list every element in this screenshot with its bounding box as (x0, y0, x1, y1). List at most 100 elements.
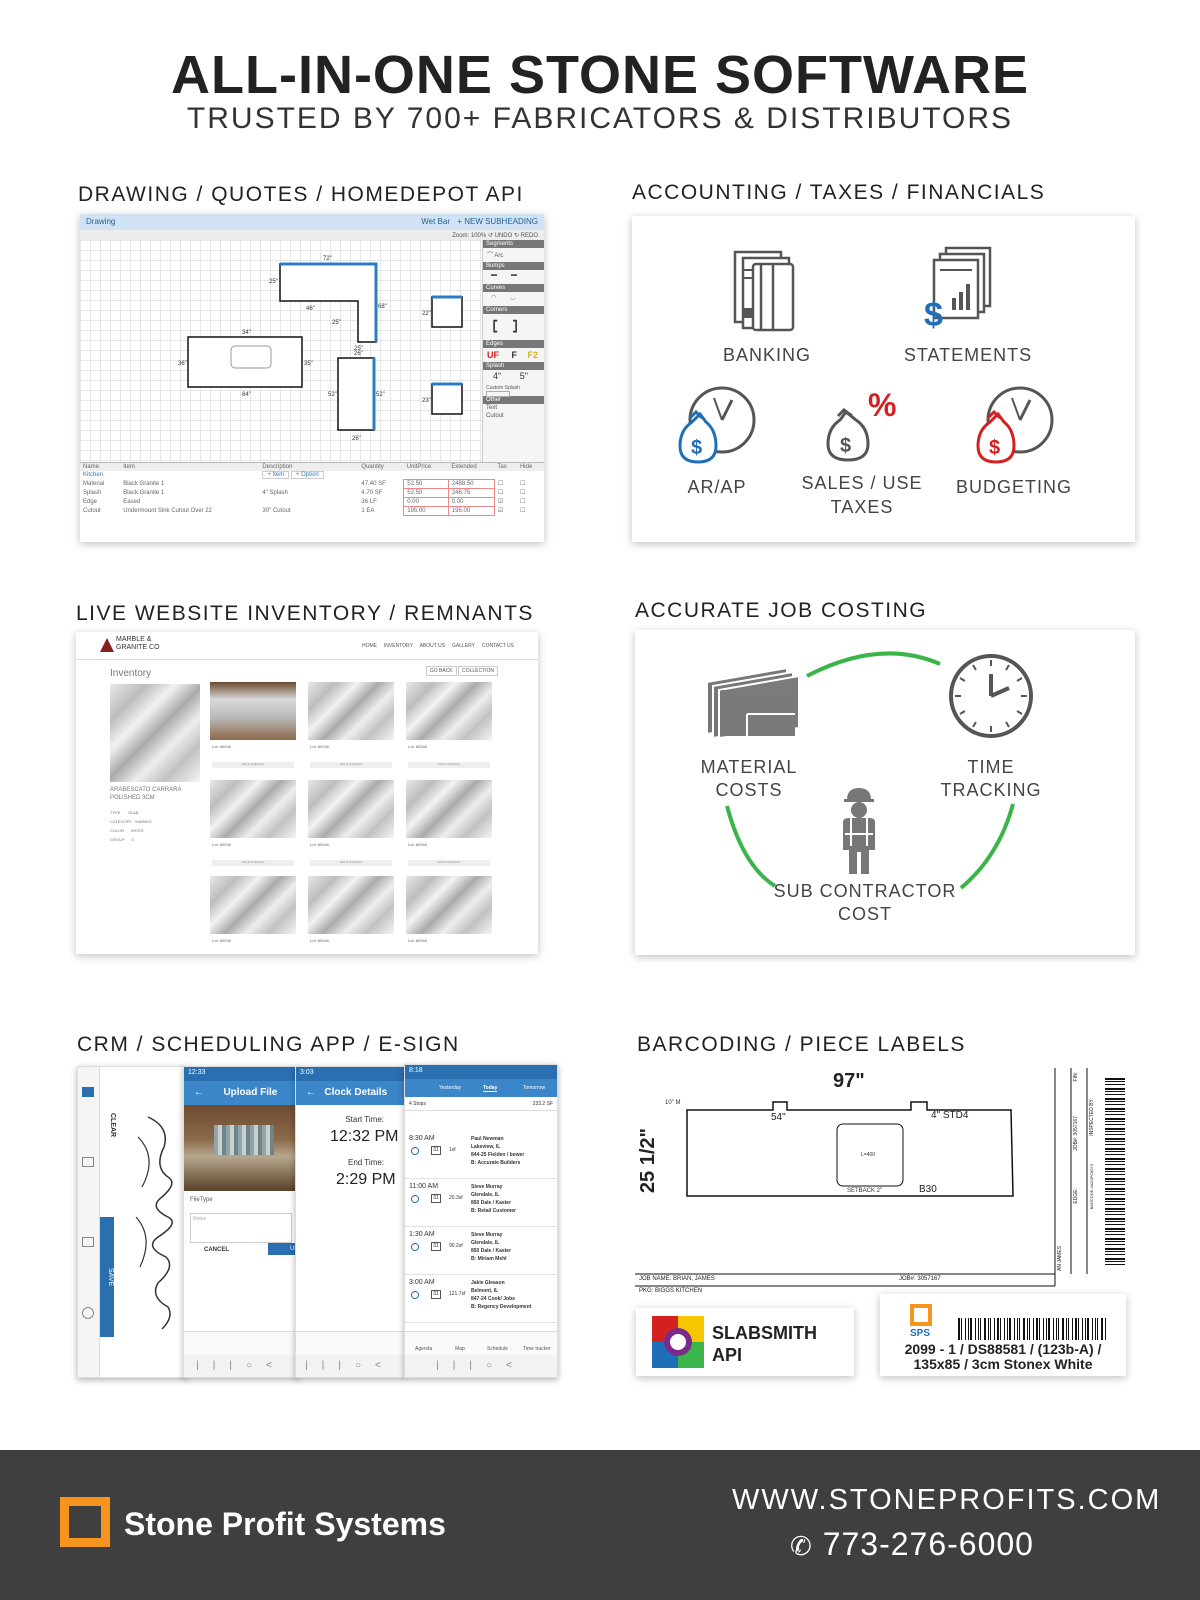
slab-image[interactable] (308, 780, 394, 838)
hide-checkbox[interactable]: ☐ (519, 499, 526, 505)
back-icon[interactable]: ← (194, 1087, 204, 1098)
row-ext[interactable]: 195.00 (447, 505, 495, 516)
text-tool[interactable]: Text (486, 405, 498, 411)
add-to-collection-button[interactable]: Add to Collection (408, 860, 490, 866)
time-tracker-icon[interactable] (82, 1307, 94, 1319)
slab-image[interactable] (406, 780, 492, 838)
add-option-button[interactable]: + Option (290, 471, 324, 479)
row-unit[interactable]: 52.50 (403, 478, 449, 489)
edge-f2[interactable]: F2 (527, 350, 539, 360)
wet-bar-tab[interactable]: Wet Bar (421, 217, 450, 226)
tab-yesterday[interactable]: Yesterday (439, 1085, 462, 1091)
back-icon[interactable]: ← (306, 1087, 316, 1098)
corner-tools[interactable]: ┏┓┗┛ (491, 316, 536, 338)
add-item-button[interactable]: + Item (262, 471, 290, 479)
new-subheading-button[interactable]: + NEW SUBHEADING (457, 217, 538, 226)
arc-tool[interactable]: ⌒ Arc (487, 253, 504, 259)
row-item[interactable]: Undermount Sink Cutout Over 22 (123, 507, 212, 514)
redo-button[interactable]: ↻ REDO (513, 233, 538, 239)
slab-image[interactable] (210, 780, 296, 838)
nav-time-tracker[interactable]: Time tracker (523, 1346, 551, 1352)
agenda-icon[interactable] (82, 1087, 94, 1097)
row-desc[interactable]: 4" Splash (262, 489, 288, 496)
nav-schedule[interactable]: Schedule (487, 1346, 508, 1352)
nav-contact[interactable]: CONTACT US (481, 643, 514, 649)
nav-map[interactable]: Map (455, 1346, 465, 1352)
row-desc[interactable]: 30" Cutout (262, 507, 291, 514)
tax-checkbox[interactable]: ☐ (497, 481, 504, 487)
nav-gallery[interactable]: GALLERY (452, 643, 475, 649)
row-qty[interactable]: 1 EA (361, 507, 375, 514)
table-row[interactable]: Splash Black Granite 1 4" Splash 4.70 SF… (80, 487, 544, 498)
add-to-collection-button[interactable]: Add to Collection (212, 762, 294, 768)
tab-tomorrow[interactable]: Tomorrow (523, 1085, 545, 1091)
bump-tools[interactable]: ▬▬ (491, 272, 531, 278)
row-unit[interactable]: 0.00 (403, 496, 449, 507)
row-ext[interactable]: 2488.50 (447, 478, 495, 489)
cutout-tool[interactable]: Cutout (486, 413, 504, 419)
row-unit[interactable]: 52.50 (403, 487, 449, 498)
slab-image[interactable] (406, 682, 492, 740)
nav-home[interactable]: HOME (361, 643, 377, 649)
slab-image[interactable] (308, 682, 394, 740)
tax-checkbox[interactable]: ☐ (497, 490, 504, 496)
signature-drawing[interactable] (118, 1107, 184, 1337)
edge-uf[interactable]: UF (487, 350, 499, 360)
notes-field[interactable]: Notes (190, 1213, 292, 1243)
splash-4[interactable]: 4" (493, 371, 502, 381)
save-button[interactable]: SAVE (100, 1217, 114, 1337)
table-row[interactable]: Edge Eased 36 LF 0.00 0.00 ☑☐ (80, 496, 544, 507)
tax-checkbox[interactable]: ☑ (497, 508, 504, 514)
row-unit[interactable]: 195.00 (403, 505, 449, 516)
file-type-field[interactable]: FileType (190, 1197, 213, 1203)
tab-today[interactable]: Today (483, 1085, 498, 1092)
footer-brand-name[interactable]: Stone Profit Systems (124, 1506, 446, 1542)
map-icon[interactable] (82, 1157, 94, 1167)
table-row[interactable]: Material Black Granite 1 47.40 SF 52.50 … (80, 478, 544, 489)
slab-image[interactable] (210, 682, 296, 740)
cancel-button[interactable]: CANCEL (204, 1247, 229, 1253)
row-ext[interactable]: 0.00 (447, 496, 495, 507)
add-to-collection-button[interactable]: Add to Collection (408, 762, 490, 768)
slab-image[interactable] (308, 876, 394, 934)
row-desc[interactable] (259, 497, 358, 506)
row-item[interactable]: Black Granite 1 (123, 480, 165, 487)
row-desc[interactable] (259, 479, 358, 488)
row-item[interactable]: Eased (123, 498, 141, 505)
custom-splash[interactable]: Custom Splash (483, 384, 544, 397)
table-row[interactable]: Cutout Undermount Sink Cutout Over 22 30… (80, 505, 544, 516)
row-ext[interactable]: 246.75 (447, 487, 495, 498)
collection-button[interactable]: COLLECTION (458, 666, 498, 676)
slab-image[interactable] (406, 876, 492, 934)
footer-website[interactable]: WWW.STONEPROFITS.COM (732, 1484, 1162, 1516)
hide-checkbox[interactable]: ☐ (519, 508, 526, 514)
nav-inventory[interactable]: INVENTORY (383, 643, 413, 649)
splash-5[interactable]: 5" (519, 371, 528, 381)
undo-button[interactable]: ↺ UNDO (487, 233, 513, 239)
drawing-canvas[interactable]: 72" 25" 46" 68" 25" 25" 34" 36" 84" 35" … (80, 240, 482, 462)
hide-checkbox[interactable]: ☐ (519, 490, 526, 496)
add-to-collection-button[interactable]: Add to Collection (310, 860, 392, 866)
brand-name[interactable]: MARBLE & GRANITE CO (116, 636, 160, 651)
hide-checkbox[interactable]: ☐ (519, 481, 526, 487)
edge-tools[interactable]: UF F F2 (483, 348, 544, 362)
tax-checkbox[interactable]: ☑ (497, 499, 504, 505)
featured-slab-image[interactable] (110, 684, 200, 782)
add-to-collection-button[interactable]: Add to Collection (212, 860, 294, 866)
clear-button[interactable]: CLEAR (109, 1113, 116, 1138)
nav-agenda[interactable]: Agenda (415, 1346, 433, 1352)
go-back-button[interactable]: GO BACK (425, 666, 457, 676)
